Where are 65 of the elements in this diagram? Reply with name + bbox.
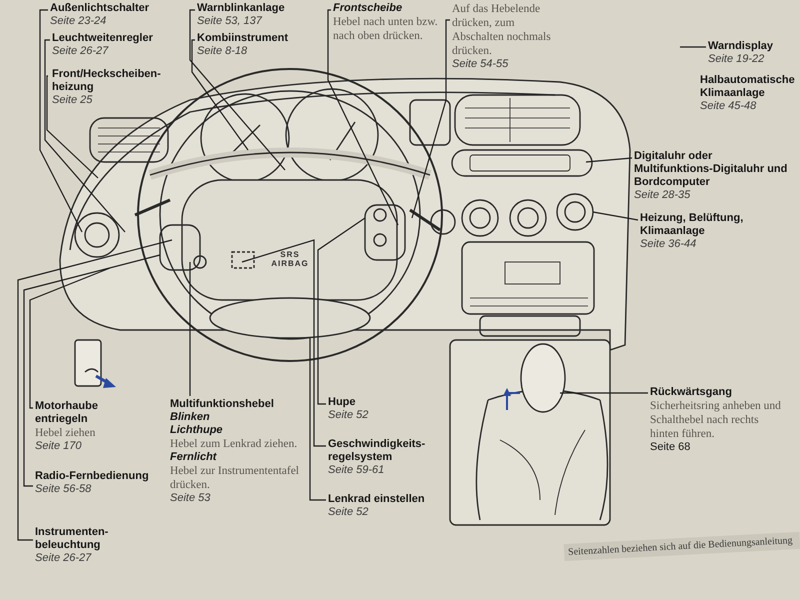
page-reference: Seite 8-18 — [197, 45, 248, 58]
instruction-text: Hebel zum Lenkrad ziehen. — [170, 437, 298, 451]
callout-heading: Kombiinstrument — [197, 32, 290, 45]
callout-heading: Multifunktionshebel — [170, 398, 275, 411]
callout-heading: Lenkrad einstellen — [328, 493, 426, 506]
leader-line — [189, 9, 286, 170]
page-reference: Seite 54-55 — [452, 58, 510, 71]
leader-line — [242, 239, 326, 447]
page-reference: Seite 26-27 — [52, 45, 110, 58]
leader-line — [44, 39, 126, 232]
instruction-text: Hebel nach unten bzw. nach oben drücken. — [333, 15, 439, 43]
leader-line — [680, 46, 706, 48]
page-reference: Seite 19-22 — [708, 53, 766, 66]
callout-heading: Frontscheibe — [333, 2, 404, 15]
page-reference: Seite 23-24 — [50, 15, 108, 28]
instruction-text: Auf das Hebelende drücken, zum Abschalten nochmals drücken. — [452, 2, 552, 58]
page-reference: Seite 52 — [328, 409, 370, 422]
page-reference: Seite 53, 137 — [197, 15, 264, 28]
callout-heading: Digitaluhr oder Multifunktions-Digitaluhr und Bordcomputer — [634, 150, 788, 189]
callout-heading: Hupe — [328, 396, 356, 409]
callout-heading: Warnblinkanlage — [197, 2, 286, 15]
page-reference: Seite 28-35 — [634, 189, 692, 202]
leader-line — [411, 19, 450, 218]
page-reference: Seite 52 — [328, 506, 370, 519]
page-reference: Seite 53 — [170, 492, 212, 505]
page-reference: Seite 36-44 — [640, 238, 698, 251]
callout-heading: Außenlichtschalter — [50, 2, 150, 15]
leader-line — [189, 262, 191, 396]
callout-heading: Instrumenten-beleuchtung — [35, 526, 110, 552]
callout-heading: Geschwindigkeits-regelsystem — [328, 438, 426, 464]
leader-line — [586, 157, 632, 163]
footnote: Seitenzahlen beziehen sich auf die Bedienungsanleitung — [564, 532, 800, 562]
leader-line — [309, 338, 326, 501]
instruction-text: Hebel zur Instrumententafel drücken. — [170, 464, 300, 492]
page-reference: Seite 59-61 — [328, 464, 386, 477]
leader-line — [317, 218, 366, 405]
instruction-text: Hebel ziehen — [35, 426, 96, 440]
leader-line — [560, 392, 648, 394]
callout-heading: Rückwärtsgang — [650, 386, 733, 399]
leader-line — [327, 9, 399, 226]
callout-heading: Motorhaube entriegeln — [35, 400, 99, 426]
callout-heading: Front/Heckscheiben-heizung — [52, 68, 162, 94]
callout-heading: Warndisplay — [708, 40, 774, 53]
page-reference: Seite 26-27 — [35, 552, 92, 565]
leader-line — [29, 267, 110, 409]
callout-heading: Blinken — [170, 411, 211, 424]
callout-heading: Leuchtweitenregler — [52, 32, 154, 45]
page-reference: Seite 25 — [52, 94, 94, 107]
instruction-text: Sicherheitsring anheben und Schalthebel nach rechts hinten führen. — [650, 399, 782, 441]
leader-line — [39, 9, 83, 232]
leader-line — [17, 239, 172, 541]
callout-heading: Halbautomatische Klimaanlage — [700, 74, 796, 100]
callout-heading: Lichthupe — [170, 424, 224, 437]
leader-line — [23, 254, 160, 487]
leader-line — [191, 39, 248, 150]
page-reference: Seite 45-48 — [700, 100, 758, 113]
leader-line — [46, 75, 98, 178]
page-reference: Seite 170 — [35, 440, 82, 453]
airbag-marking: SRS AIRBAG — [270, 250, 310, 268]
callout-heading: Fernlicht — [170, 451, 218, 464]
leader-line — [592, 211, 638, 221]
callout-heading: Heizung, Belüftung, Klimaanlage — [640, 212, 744, 238]
page-reference: Seite 56-58 — [35, 483, 92, 496]
page-reference: Seite 68 — [650, 441, 692, 454]
callout-heading: Radio-Fernbedienung — [35, 470, 150, 483]
